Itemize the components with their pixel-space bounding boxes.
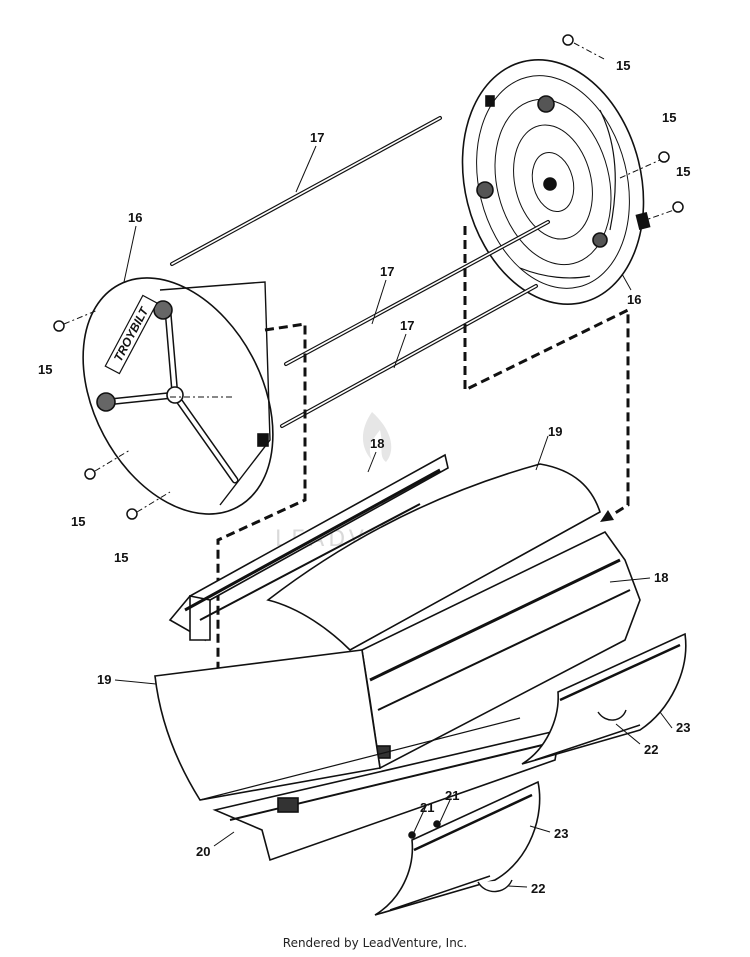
callout-16-right: 16 <box>627 292 641 307</box>
callout-18-middle: 18 <box>654 570 668 585</box>
bottom-bar <box>212 728 561 862</box>
callout-15-bottom: 15 <box>114 550 128 565</box>
lower-drum-half <box>154 649 521 801</box>
callout-15-right-lower: 15 <box>676 164 690 179</box>
callout-15-top: 15 <box>616 58 630 73</box>
left-end-plate <box>82 277 274 515</box>
tie-rods <box>170 116 550 428</box>
callout-15-bottom-left: 15 <box>71 514 85 529</box>
callout-22-bottom: 22 <box>531 881 545 896</box>
upper-drum-half <box>266 463 601 651</box>
callout-23-right: 23 <box>676 720 690 735</box>
nut-centerlines <box>63 42 675 513</box>
upper-bar-section <box>168 453 449 642</box>
footer-credit: Rendered by LeadVenture, Inc. <box>282 936 468 950</box>
callout-15-left: 15 <box>38 362 52 377</box>
leader-lines <box>114 145 673 888</box>
callout-22-right: 22 <box>644 742 658 757</box>
callout-17-lower: 17 <box>400 318 414 333</box>
callout-18-upper: 18 <box>370 436 384 451</box>
nuts <box>53 34 684 520</box>
callout-16-left: 16 <box>128 210 142 225</box>
lower-shield <box>374 780 541 916</box>
callout-20: 20 <box>196 844 210 859</box>
callouts: 15 15 15 15 15 15 16 16 17 17 17 18 18 1… <box>38 58 690 896</box>
watermark-flame-icon <box>362 412 392 462</box>
right-shield <box>521 632 687 765</box>
callout-17-middle: 17 <box>380 264 394 279</box>
callout-19-lower: 19 <box>97 672 111 687</box>
callout-15-right-upper: 15 <box>662 110 676 125</box>
right-end-plate <box>461 59 651 305</box>
callout-17-top: 17 <box>310 130 324 145</box>
arrow-head-right <box>600 510 614 522</box>
callout-23-bottom: 23 <box>554 826 568 841</box>
callout-21-right: 21 <box>445 788 459 803</box>
callout-21-left: 21 <box>420 800 434 815</box>
callout-19-upper: 19 <box>548 424 562 439</box>
